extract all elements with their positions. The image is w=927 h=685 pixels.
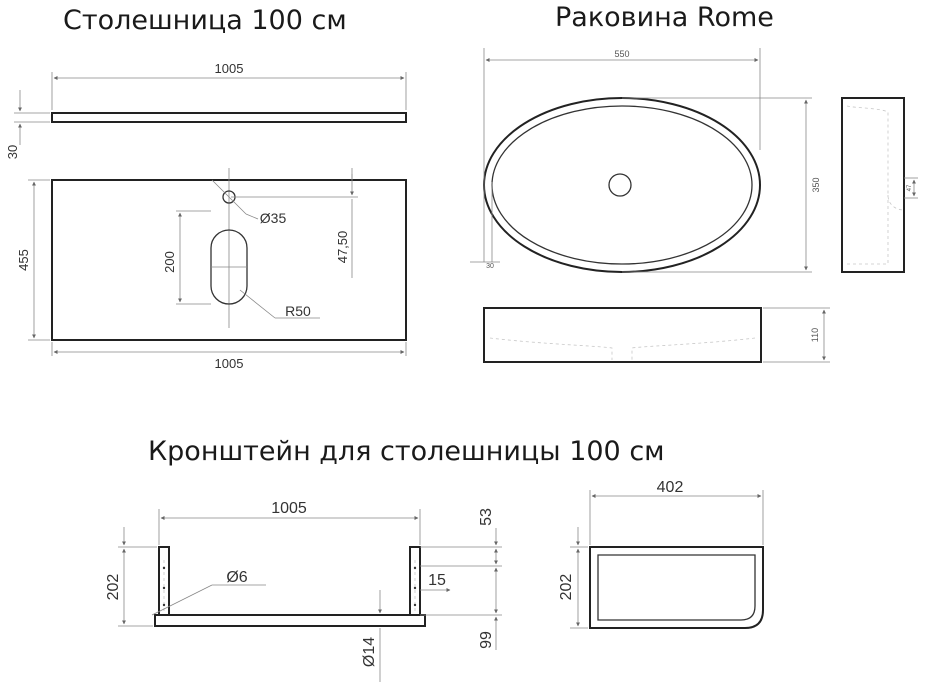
bracket-bar-label: Ø14	[361, 637, 378, 667]
countertop-front-view: 1005 30	[5, 61, 407, 159]
sink-width: 550	[614, 49, 629, 59]
title-bracket: Кронштейн для столешницы 100 см	[148, 436, 665, 467]
bracket-width: 1005	[271, 500, 307, 517]
bracket-side-height: 202	[558, 574, 575, 601]
sink-height: 350	[811, 177, 821, 192]
sink-top-view: 550 350 30	[470, 48, 821, 273]
bracket-side-width: 402	[657, 479, 684, 496]
bracket-side-view: 402 202	[558, 479, 764, 629]
sink-depth: 110	[810, 328, 820, 342]
countertop-bottom-width: 1005	[215, 356, 244, 371]
countertop-top-width: 1005	[215, 61, 244, 76]
sink-front-view: 110	[483, 307, 830, 363]
countertop-slot-length: 200	[162, 251, 177, 273]
countertop-top-view: 455 1005 Ø35 47,50 200 R50	[16, 168, 407, 371]
title-countertop: Столешница 100 см	[63, 5, 347, 36]
sink-side-view: 47	[841, 97, 918, 273]
bracket-bottom-offset: 99	[478, 631, 495, 649]
bracket-gap: 15	[428, 572, 446, 589]
bracket-front-view: 1005 202 Ø6 53 99 15 Ø14	[105, 500, 502, 682]
countertop-hole-label: Ø35	[260, 210, 287, 226]
countertop-slot-radius: R50	[285, 303, 311, 319]
sink-side-detail: 47	[907, 184, 913, 191]
bracket-top-offset: 53	[478, 508, 495, 526]
countertop-depth: 455	[16, 249, 31, 271]
title-sink: Раковина Rome	[555, 2, 774, 33]
countertop-thickness: 30	[5, 145, 20, 159]
countertop-hole-offset: 47,50	[335, 231, 350, 264]
sink-rim: 30	[486, 263, 494, 270]
bracket-rod-label: Ø6	[226, 569, 247, 586]
bracket-height: 202	[105, 574, 122, 601]
